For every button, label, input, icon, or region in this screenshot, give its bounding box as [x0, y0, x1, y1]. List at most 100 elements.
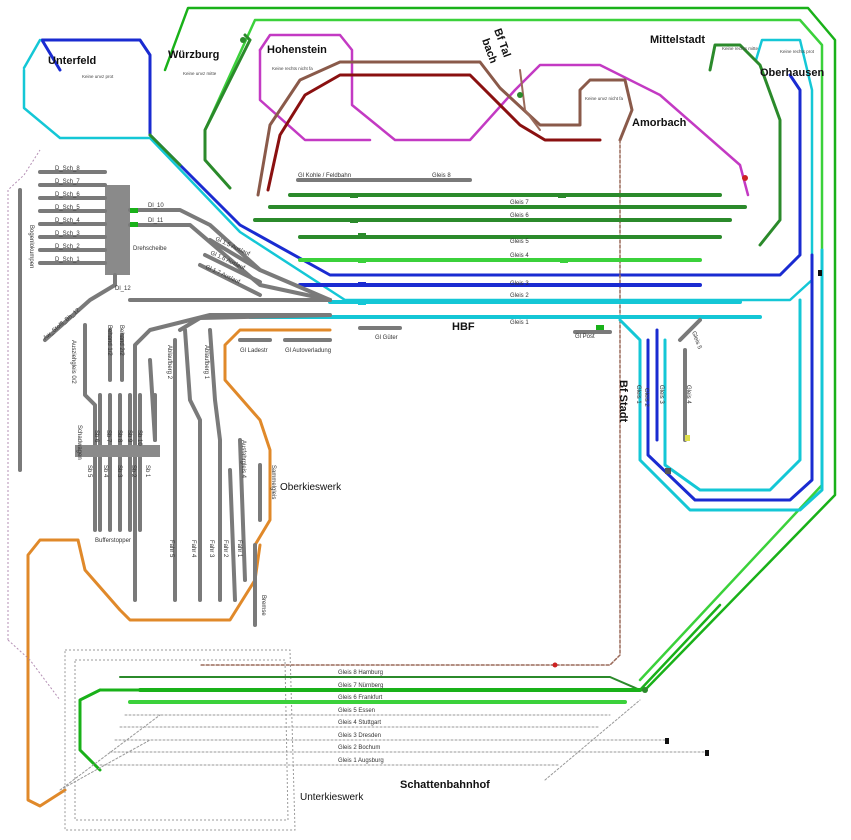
- stadt-label-3: Gleis 3: [658, 385, 664, 404]
- stadt-station: [618, 248, 824, 512]
- yard-labels: Ausziehgleis 0/2 Behand 1/2 Behand 2/2 S…: [70, 325, 276, 616]
- shadow-fan-left: [59, 714, 161, 791]
- yard-ausziehgleis: Ausziehgleis 0/2: [70, 340, 76, 384]
- stall-label-7: D_Sch_7: [55, 179, 80, 185]
- hbf-label-3: Gleis 3: [510, 281, 529, 287]
- yard-sb9: Sb 9: [126, 430, 132, 443]
- hbf-label-1: Gleis 1: [510, 320, 529, 326]
- yard-fahr-5: Fahr 5: [168, 540, 174, 558]
- label-amorbach: Amorbach: [632, 117, 687, 129]
- label-wuerzburg: Würzburg: [168, 49, 219, 61]
- yard-tracks: [98, 393, 157, 532]
- stall-label-2: D_Sch_2: [55, 244, 80, 250]
- brown-stadt-line: [199, 139, 621, 666]
- depot-side-2: [203, 253, 262, 284]
- label-hohenstein: Hohenstein: [267, 44, 327, 56]
- shadow-label-7: Gleis 7 Nürnberg: [338, 683, 383, 689]
- markers: [130, 37, 822, 756]
- shadow-station: [59, 603, 722, 791]
- hump-bar: [75, 445, 160, 457]
- blue-unterfeld-loop: [40, 38, 802, 277]
- hbf-label-2: Gleis 2: [510, 293, 529, 299]
- hbf-label-7: Gleis 7: [510, 200, 529, 206]
- hbf-label-8: Gleis 8: [432, 173, 451, 179]
- note-amorbach: Keine unvz nicht fa: [585, 96, 624, 101]
- shadow-label-4: Gleis 4 Stuttgart: [338, 720, 381, 726]
- shadow-label-2: Gleis 2 Bochum: [338, 745, 380, 751]
- dl-label-10: Dl_10: [148, 203, 164, 209]
- label-oberhausen: Oberhausen: [760, 67, 824, 79]
- stadt-track-2: [646, 253, 814, 502]
- stall-label-4: D_Sch_4: [55, 218, 80, 224]
- darkgreen-mittelstadt-loop: [148, 33, 782, 247]
- note-oberhausen: Keine rechts prot: [780, 49, 815, 54]
- shadow-label-1: Gleis 1 Augsburg: [338, 758, 384, 764]
- label-unterkieswerk: Unterkieswerk: [300, 792, 364, 803]
- stadt-label-2: Gleis 2: [643, 388, 649, 407]
- yard-ausfahr: Ausfahrgleis 4: [240, 440, 246, 479]
- yard-bufferstop: Bufferstopper: [95, 538, 131, 544]
- dl-track-12: [43, 273, 117, 342]
- station-notes: Keine unvz prot Keine unvz mitte Keine r…: [82, 46, 815, 101]
- shadow-label-6: Gleis 6 Frankfurt: [338, 695, 383, 701]
- station-labels: Unterfeld Würzburg Hohenstein Bf Tal bac…: [48, 27, 824, 803]
- shadow-label-8: Gleis 8 Hamburg: [338, 670, 383, 676]
- hbf-label-4: Gleis 4: [510, 253, 529, 259]
- brown-tal-line: [256, 60, 634, 197]
- yard-sb4: Sb 4: [102, 465, 108, 478]
- yard-fahr-3: Fahr 3: [208, 540, 214, 558]
- purple-hohenstein-loop: [258, 33, 750, 197]
- yard-sb3: Sb 3: [116, 465, 122, 478]
- stall-label-3: D_Sch_3: [55, 231, 80, 237]
- shadow-fan-right: [544, 699, 641, 781]
- shadow-yard-outline: [64, 649, 296, 831]
- yard-schadwagen: Schadwagen: [76, 425, 82, 460]
- label-bf-stadt: Bf Stadt: [617, 380, 629, 423]
- yard-sb1: Sb 1: [144, 465, 150, 478]
- shadow-yard-outline-2: [74, 659, 289, 821]
- yard-sb5: Sb 5: [86, 465, 92, 478]
- stall-tracks: [38, 170, 107, 265]
- stadt-siding: [678, 318, 702, 342]
- dl-label-12: Dl_12: [115, 286, 131, 292]
- yard-fahr-2: Fahr 2: [222, 540, 228, 558]
- shadow-label-5: Gleis 5 Essen: [338, 708, 375, 714]
- shadow-link-green: [638, 603, 722, 692]
- label-hbf: HBF: [452, 321, 475, 333]
- yard-sb6: Sb 6: [93, 430, 99, 443]
- aw-label: Aw_Stoffl_Bh_12: [42, 307, 81, 341]
- stadt-label-4: Gleis 4: [685, 385, 691, 404]
- yard-ablauf-2: Ablaufberg 2: [166, 345, 172, 380]
- shadow-labels: Gleis 8 Hamburg Gleis 7 Nürnberg Gleis 6…: [338, 670, 384, 764]
- label-oberkieswerk: Oberkieswerk: [280, 482, 342, 493]
- classification-yard: [75, 313, 332, 627]
- orange-oberkieswerk: [223, 328, 272, 547]
- label-mittelstadt: Mittelstadt: [650, 34, 705, 46]
- roundhouse: [105, 185, 130, 275]
- depot-vertical-label: Bogenlokumpen: [28, 225, 34, 268]
- purple-hohenstein-inner: [258, 48, 372, 142]
- stadt-label-1: Gleis 1: [635, 385, 641, 404]
- yard-sammel: Sammelgleis: [270, 465, 276, 499]
- ablauf-tracks: [148, 328, 247, 602]
- dl-track-10: [128, 208, 332, 302]
- hbf-track-labels: Gl Kohle / Feldbahn Gleis 8 Gleis 7 Glei…: [240, 173, 595, 354]
- hbf-label-ladestr: Gl Ladestr: [240, 348, 268, 354]
- yard-sb10: Sb 10: [136, 430, 142, 446]
- depot: [18, 170, 332, 472]
- stadt-track-4: [663, 298, 802, 492]
- yard-fahr-4: Fahr 4: [190, 540, 196, 558]
- hbf-label-5: Gleis 5: [510, 239, 529, 245]
- yard-behand-2: Behand 2/2: [118, 325, 124, 356]
- hbf-label-6: Gleis 6: [510, 213, 529, 219]
- stall-label-1: D_Sch_1: [55, 257, 80, 263]
- outer-lines: [7, 6, 837, 831]
- note-unterfeld: Keine unvz prot: [82, 74, 114, 79]
- dl-label-11: Dl_11: [148, 218, 164, 224]
- yard-sb2: Sb 2: [130, 465, 136, 478]
- label-schattenbahnhof: Schattenbahnhof: [400, 779, 490, 791]
- brown-tal-line-2: [519, 69, 541, 131]
- orange-kieswerk-loop: [26, 328, 332, 808]
- stadt-label-5: Gleis 5: [690, 331, 702, 351]
